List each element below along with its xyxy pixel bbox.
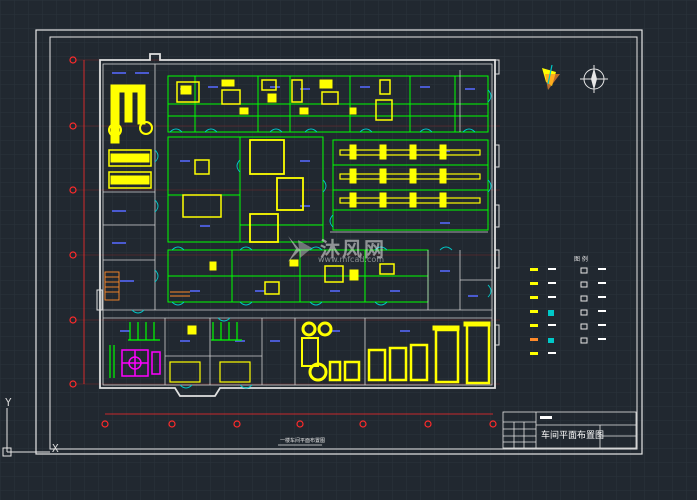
x-axis-label: X <box>52 442 59 455</box>
door-swings <box>131 89 492 389</box>
legend <box>530 267 606 355</box>
room-partitions <box>103 64 492 385</box>
wind-rose-icon <box>542 64 560 90</box>
title-block <box>502 411 637 449</box>
y-axis-label: Y <box>5 396 12 409</box>
sanitary-fixtures <box>121 349 161 377</box>
equipment <box>108 79 491 385</box>
watermark-url: www.mfcad.com <box>318 255 385 264</box>
axis-bubbles-left <box>69 56 77 388</box>
axis-bubbles-bottom <box>101 420 497 428</box>
toilet-stalls <box>109 322 242 378</box>
drawing-caption: 一楼车间平面布置图 <box>280 438 326 444</box>
drawing-title: 车间平面布置图 <box>541 431 605 441</box>
inner-frame <box>49 36 638 450</box>
legend-heading: 图 例 <box>574 256 588 263</box>
compass-icon <box>580 65 608 93</box>
watermark-logo-icon <box>288 236 312 262</box>
watermark-text: 沐风网 <box>320 237 386 261</box>
ucs-icon <box>2 408 50 457</box>
stairs <box>104 271 190 301</box>
building-walls <box>99 53 496 397</box>
outer-frame <box>35 29 643 455</box>
wall-tabs <box>96 59 500 346</box>
room-labels <box>112 72 478 342</box>
